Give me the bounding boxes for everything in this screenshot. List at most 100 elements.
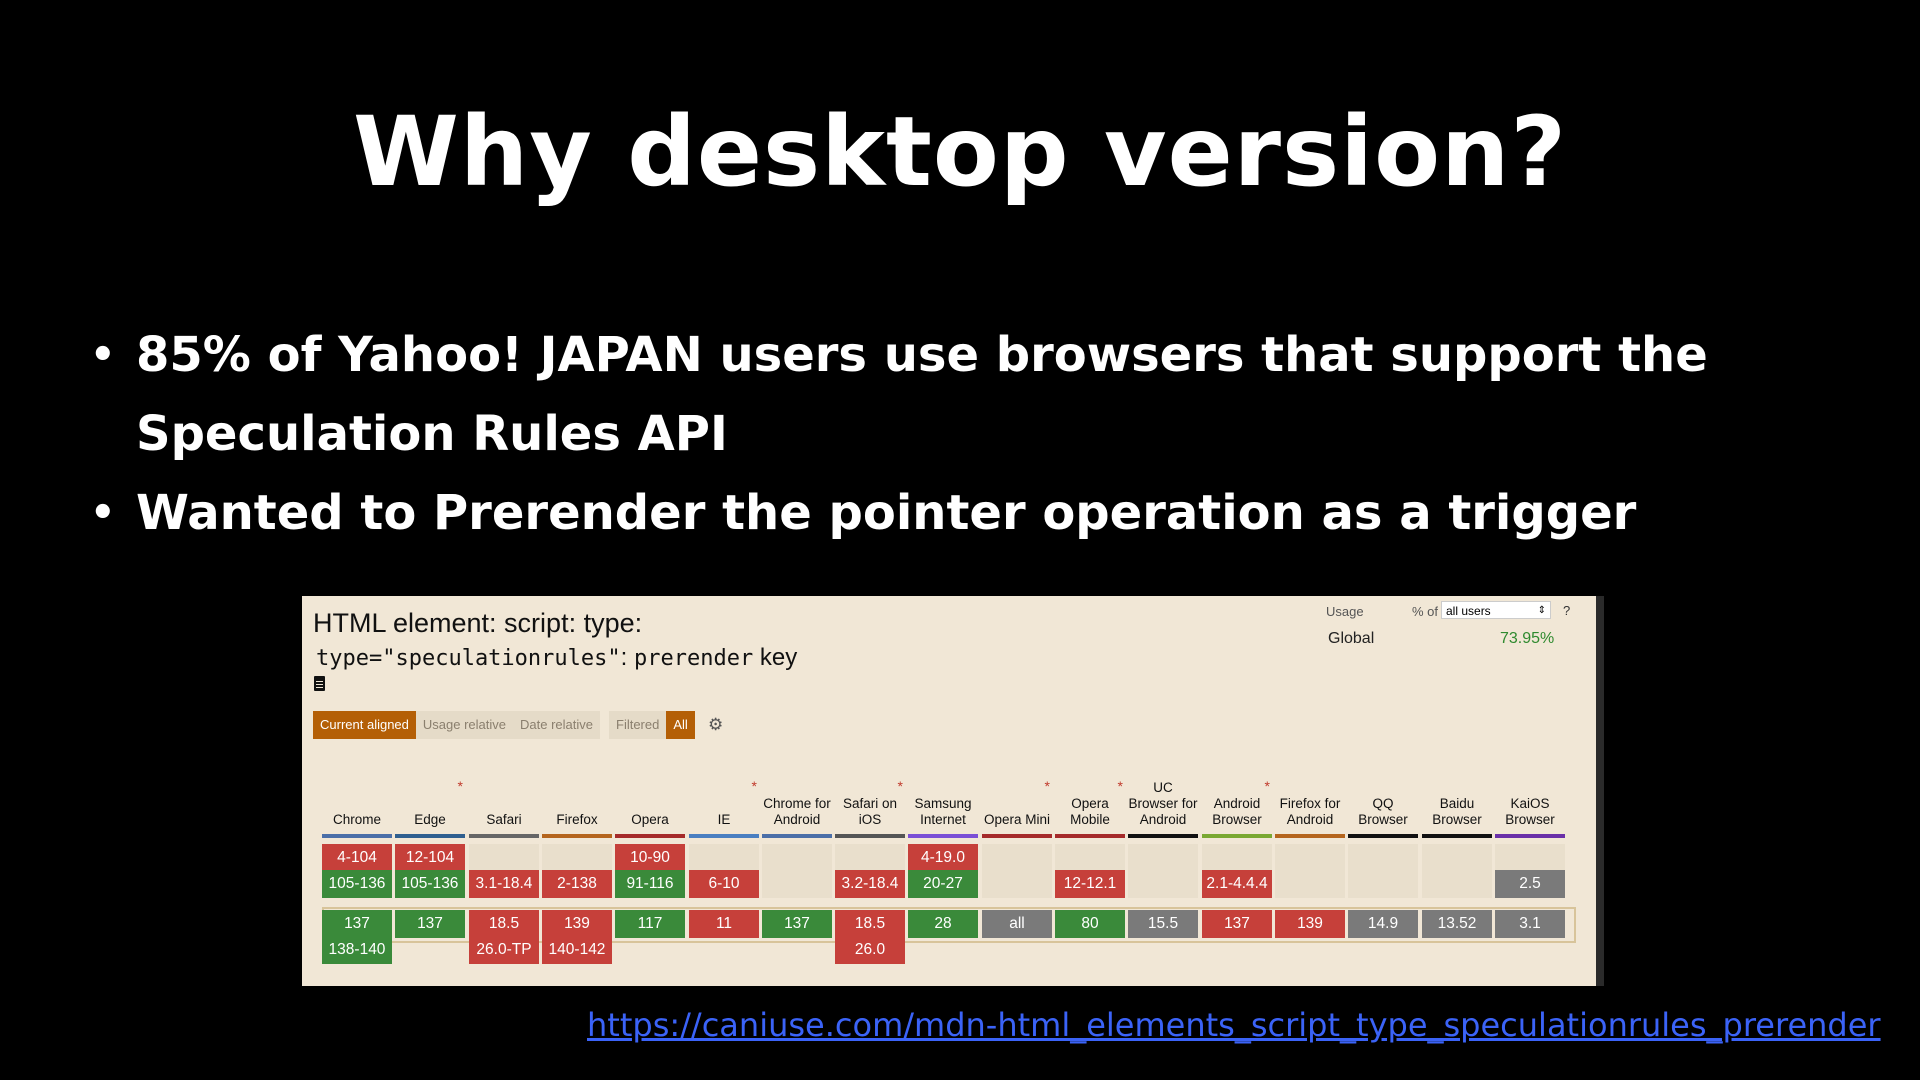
support-cell: [1348, 844, 1418, 872]
support-cell: [1128, 870, 1198, 898]
source-link[interactable]: https://caniuse.com/mdn-html_elements_sc…: [587, 1006, 1881, 1044]
support-cell: [982, 870, 1052, 898]
support-cell[interactable]: 11: [689, 910, 759, 938]
support-cell[interactable]: 137: [395, 910, 465, 938]
support-cell[interactable]: 4-104: [322, 844, 392, 872]
browser-header: Firefox: [542, 744, 612, 828]
support-cell[interactable]: 14.9: [1348, 910, 1418, 938]
pct-of-label: % of: [1412, 604, 1439, 619]
filter-tabs: Filtered All: [609, 711, 695, 739]
browser-header: IE*: [689, 744, 759, 828]
support-cell[interactable]: 105-136: [395, 870, 465, 898]
support-cell[interactable]: 139: [542, 910, 612, 938]
support-cell[interactable]: 26.0: [835, 936, 905, 964]
browser-header: Android Browser*: [1202, 744, 1272, 828]
support-cell[interactable]: 139: [1275, 910, 1345, 938]
browser-color-bar: [322, 834, 392, 838]
browser-name: IE: [717, 812, 731, 827]
browser-name: KaiOS Browser: [1505, 796, 1555, 827]
view-tabs: Current aligned Usage relative Date rela…: [313, 711, 600, 739]
browser-header: KaiOS Browser: [1495, 744, 1565, 828]
tab-usage-relative[interactable]: Usage relative: [415, 711, 513, 739]
browser-name: Samsung Internet: [914, 796, 972, 827]
users-select[interactable]: all users⇕: [1441, 601, 1551, 619]
support-cell: [1275, 870, 1345, 898]
support-cell[interactable]: 12-12.1: [1055, 870, 1125, 898]
browser-name: Chrome for Android: [763, 796, 831, 827]
browser-header: QQ Browser: [1348, 744, 1418, 828]
support-cell[interactable]: 138-140: [322, 936, 392, 964]
browser-name: Safari on iOS: [842, 796, 898, 827]
caniuse-screenshot: HTML element: script: type: type="specul…: [302, 596, 1604, 986]
global-label: Global: [1328, 630, 1375, 647]
support-cell[interactable]: 2.5: [1495, 870, 1565, 898]
tab-filtered[interactable]: Filtered: [609, 711, 667, 739]
note-star-icon: *: [457, 778, 463, 794]
browser-name: Firefox: [556, 812, 598, 827]
browser-color-bar: [615, 834, 685, 838]
slide-title: Why desktop version?: [352, 96, 1568, 208]
support-cell[interactable]: 28: [908, 910, 978, 938]
tab-current-aligned[interactable]: Current aligned: [313, 711, 416, 739]
support-cell[interactable]: 137: [1202, 910, 1272, 938]
support-cell[interactable]: 137: [762, 910, 832, 938]
support-cell: [1422, 870, 1492, 898]
browser-header: Opera: [615, 744, 685, 828]
browser-color-bar: [1422, 834, 1492, 838]
support-cell[interactable]: 26.0-TP: [469, 936, 539, 964]
subtitle-code-type: type="speculationrules": [316, 646, 621, 671]
browser-color-bar: [835, 834, 905, 838]
support-cell[interactable]: 91-116: [615, 870, 685, 898]
support-cell[interactable]: 117: [615, 910, 685, 938]
bullet-list: •85% of Yahoo! JAPAN users use browsers …: [90, 316, 1740, 553]
support-cell: [1348, 870, 1418, 898]
support-cell[interactable]: 4-19.0: [908, 844, 978, 872]
support-cell[interactable]: 6-10: [689, 870, 759, 898]
bullet-dot-icon: •: [90, 332, 116, 378]
browser-color-bar: [1495, 834, 1565, 838]
note-star-icon: *: [897, 778, 903, 794]
support-cell: [1202, 844, 1272, 872]
support-cell: [469, 844, 539, 872]
browser-name: QQ Browser: [1358, 796, 1408, 827]
support-cell[interactable]: 15.5: [1128, 910, 1198, 938]
support-cell[interactable]: 12-104: [395, 844, 465, 872]
support-cell[interactable]: 13.52: [1422, 910, 1492, 938]
browser-header: Safari: [469, 744, 539, 828]
support-cell[interactable]: 2-138: [542, 870, 612, 898]
support-cell: [835, 844, 905, 872]
browser-header: Firefox for Android: [1275, 744, 1345, 828]
support-cell[interactable]: 3.1-18.4: [469, 870, 539, 898]
bullet-item: •Wanted to Prerender the pointer operati…: [90, 474, 1740, 553]
support-cell[interactable]: 3.2-18.4: [835, 870, 905, 898]
browser-header: Opera Mini*: [982, 744, 1052, 828]
browser-color-bar: [1055, 834, 1125, 838]
support-cell[interactable]: 18.5: [469, 910, 539, 938]
support-cell: [1055, 844, 1125, 872]
support-cell[interactable]: 140-142: [542, 936, 612, 964]
support-cell: [1495, 844, 1565, 872]
support-cell[interactable]: 10-90: [615, 844, 685, 872]
gear-icon[interactable]: ⚙: [708, 715, 724, 734]
browser-header: UC Browser for Android: [1128, 744, 1198, 828]
browser-header: Chrome for Android: [762, 744, 832, 828]
bullet-text: Wanted to Prerender the pointer operatio…: [136, 485, 1637, 541]
support-cell[interactable]: 105-136: [322, 870, 392, 898]
support-cell[interactable]: 80: [1055, 910, 1125, 938]
support-cell[interactable]: 137: [322, 910, 392, 938]
browser-name: Baidu Browser: [1432, 796, 1482, 827]
support-cell[interactable]: 20-27: [908, 870, 978, 898]
subtitle-code-prerender: prerender: [633, 646, 754, 671]
browser-name: UC Browser for Android: [1128, 780, 1198, 827]
support-cell[interactable]: 2.1-4.4.4: [1202, 870, 1272, 898]
browser-color-bar: [469, 834, 539, 838]
help-link[interactable]: ?: [1563, 603, 1571, 618]
tab-date-relative[interactable]: Date relative: [513, 711, 600, 739]
support-cell[interactable]: 3.1: [1495, 910, 1565, 938]
tab-all[interactable]: All: [666, 711, 695, 739]
document-icon[interactable]: [314, 676, 325, 691]
support-cell[interactable]: all: [982, 910, 1052, 938]
support-cell: [1275, 844, 1345, 872]
support-cell[interactable]: 18.5: [835, 910, 905, 938]
